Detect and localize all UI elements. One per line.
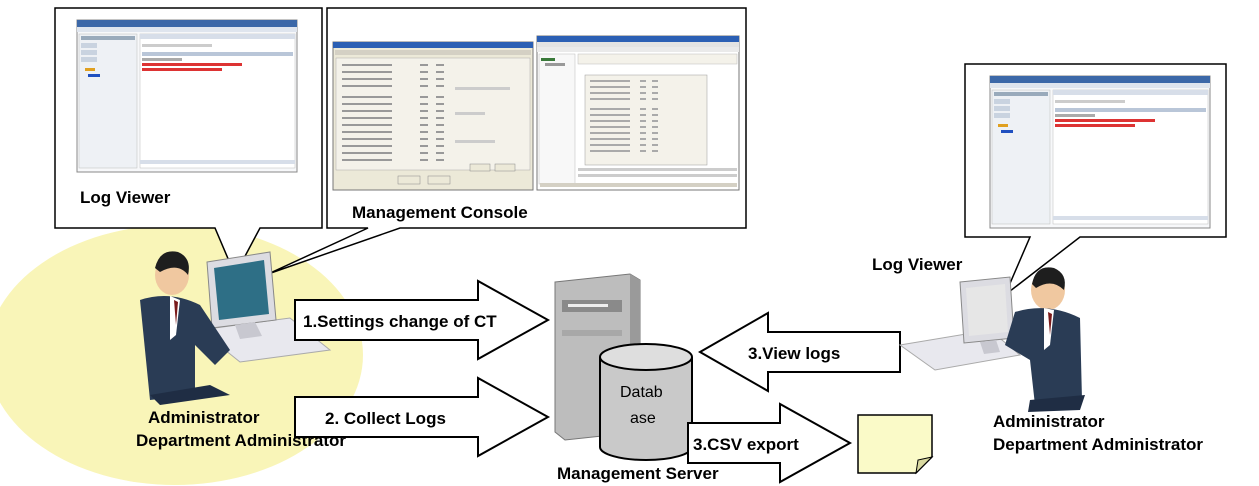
csv-export-arrow: 3.CSV export [687,402,853,484]
view-logs-arrow: 3.View logs [697,311,901,393]
collect-logs-arrow: 2. Collect Logs [294,376,551,458]
log-viewer-screenshot-left [76,19,298,173]
settings-change-label: 1.Settings change of CT [303,312,497,331]
left-role-line2: Department Administrator [136,431,346,450]
management-console-callout: Management Console [267,7,747,275]
left-computer-icon [206,251,277,339]
right-administrator-icon [1005,267,1085,412]
log-viewer-label-left: Log Viewer [80,188,171,207]
right-administrator-figure [898,267,1085,412]
console-main-window [536,35,740,191]
csv-document-icon [857,414,934,475]
right-role-line1: Administrator [993,412,1105,431]
collect-logs-label: 2. Collect Logs [325,409,446,428]
log-viewer-screenshot-right [989,75,1211,229]
management-server-label: Management Server [557,464,719,483]
log-viewer-label-right: Log Viewer [872,255,963,274]
right-role-line2: Department Administrator [993,435,1203,454]
console-settings-window [332,41,534,191]
left-administrator-icon [140,251,230,405]
csv-export-label: 3.CSV export [693,435,799,454]
database-label-line2: ase [630,410,656,427]
settings-change-arrow: 1.Settings change of CT [294,279,551,361]
log-viewer-callout-right [964,63,1227,298]
management-console-label: Management Console [352,203,528,222]
left-role-line1: Administrator [148,408,260,427]
database-label-line1: Datab [620,384,663,401]
view-logs-label: 3.View logs [748,344,840,363]
database-icon: Datab ase [599,343,693,461]
log-viewer-callout-left: Log Viewer [54,7,323,277]
